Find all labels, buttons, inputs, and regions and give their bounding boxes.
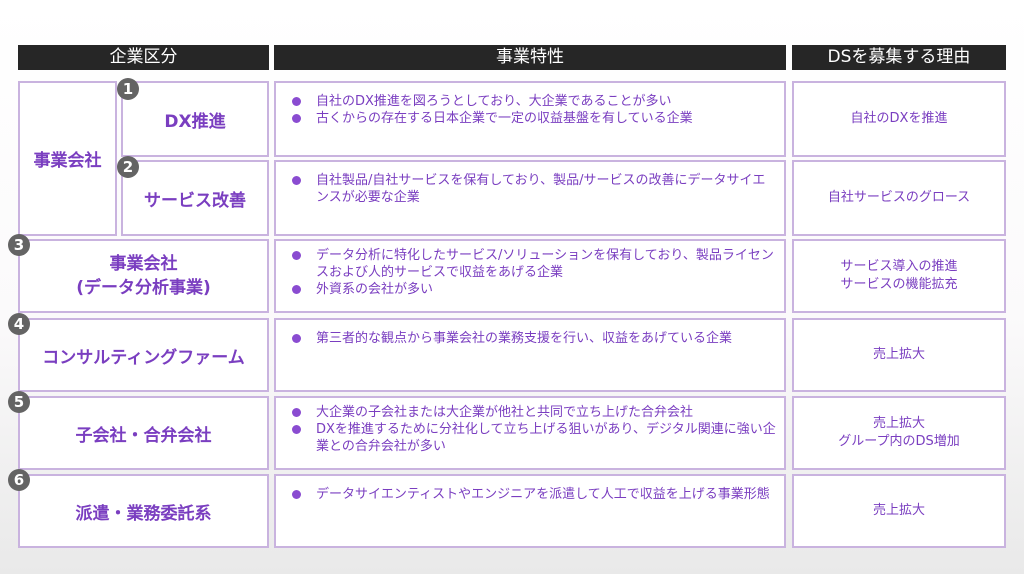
feature-item: 大企業の子会社または大企業が他社と共同で立ち上げた合弁会社 [290,404,776,421]
category-text: 子会社・合弁会社 [75,425,212,446]
category-cell: 事業会社 (データ分析事業) [18,239,269,313]
category-cell: 子会社・合弁会社 [18,396,269,470]
features-list: 第三者的な観点から事業会社の業務支援を行い、収益をあげている企業 [290,330,776,347]
category-text: 派遣・業務委託系 [75,503,212,524]
reason-cell: 自社のDXを推進 [792,81,1006,157]
reason-text: 売上拡大 [872,503,925,518]
features-cell: 大企業の子会社または大企業が他社と共同で立ち上げた合弁会社 DXを推進するために… [274,396,786,470]
reason-cell: 売上拡大 グループ内のDS増加 [792,396,1006,470]
category-cell: コンサルティングファーム [18,318,269,392]
reason-text: 売上拡大 [872,416,925,431]
reason-text: サービス導入の推進 [840,259,958,274]
features-cell: 自社のDX推進を図ろうとしており、大企業であることが多い 古くからの存在する日本… [274,81,786,157]
category-text: 事業会社 [109,254,178,274]
reason-cell: サービス導入の推進 サービスの機能拡充 [792,239,1006,313]
feature-item: 自社のDX推進を図ろうとしており、大企業であることが多い [290,93,776,110]
feature-item: 外資系の会社が多い [290,281,776,298]
feature-item: 古くからの存在する日本企業で一定の収益基盤を有している企業 [290,110,776,127]
row-number-badge: 5 [8,391,30,413]
features-cell: 第三者的な観点から事業会社の業務支援を行い、収益をあげている企業 [274,318,786,392]
row-number-badge: 3 [8,234,30,256]
category-group-label: 事業会社 [33,151,102,171]
row-number-badge: 2 [117,156,139,178]
features-list: データサイエンティストやエンジニアを派遣して人工で収益を上げる事業形態 [290,486,776,503]
reason-text: サービスの機能拡充 [840,277,958,292]
category-text: (データ分析事業) [76,278,211,298]
reason-text: グループ内のDS増加 [838,434,960,449]
category-group-business-company: 事業会社 [18,81,117,236]
features-list: 自社のDX推進を図ろうとしており、大企業であることが多い 古くからの存在する日本… [290,93,776,127]
row-number-badge: 6 [8,469,30,491]
feature-item: データサイエンティストやエンジニアを派遣して人工で収益を上げる事業形態 [290,486,776,503]
category-text: コンサルティングファーム [42,347,245,368]
feature-item: 自社製品/自社サービスを保有しており、製品/サービスの改善にデータサイエンスが必… [290,172,776,206]
features-cell: データサイエンティストやエンジニアを派遣して人工で収益を上げる事業形態 [274,474,786,548]
feature-item: 第三者的な観点から事業会社の業務支援を行い、収益をあげている企業 [290,330,776,347]
features-cell: 自社製品/自社サービスを保有しており、製品/サービスの改善にデータサイエンスが必… [274,160,786,236]
reason-text: 自社のDXを推進 [850,111,948,126]
category-text: DX推進 [164,111,226,132]
row-number-badge: 4 [8,313,30,335]
reason-text: 自社サービスのグロース [827,190,971,205]
reason-cell: 自社サービスのグロース [792,160,1006,236]
category-cell: 派遣・業務委託系 [18,474,269,548]
category-cell: サービス改善 [121,160,269,236]
features-cell: データ分析に特化したサービス/ソリューションを保有しており、製品ライセンスおよび… [274,239,786,313]
reason-cell: 売上拡大 [792,474,1006,548]
features-list: データ分析に特化したサービス/ソリューションを保有しており、製品ライセンスおよび… [290,247,776,298]
features-list: 大企業の子会社または大企業が他社と共同で立ち上げた合弁会社 DXを推進するために… [290,404,776,455]
category-cell: DX推進 [121,81,269,157]
feature-item: DXを推進するために分社化して立ち上げる狙いがあり、デジタル関連に強い企業との合… [290,421,776,455]
category-text: サービス改善 [144,190,246,211]
features-list: 自社製品/自社サービスを保有しており、製品/サービスの改善にデータサイエンスが必… [290,172,776,206]
reason-cell: 売上拡大 [792,318,1006,392]
header-reason: DSを募集する理由 [792,45,1006,70]
row-number-badge: 1 [117,78,139,100]
header-category: 企業区分 [18,45,269,70]
reason-text: 売上拡大 [872,347,925,362]
feature-item: データ分析に特化したサービス/ソリューションを保有しており、製品ライセンスおよび… [290,247,776,281]
header-features: 事業特性 [274,45,786,70]
